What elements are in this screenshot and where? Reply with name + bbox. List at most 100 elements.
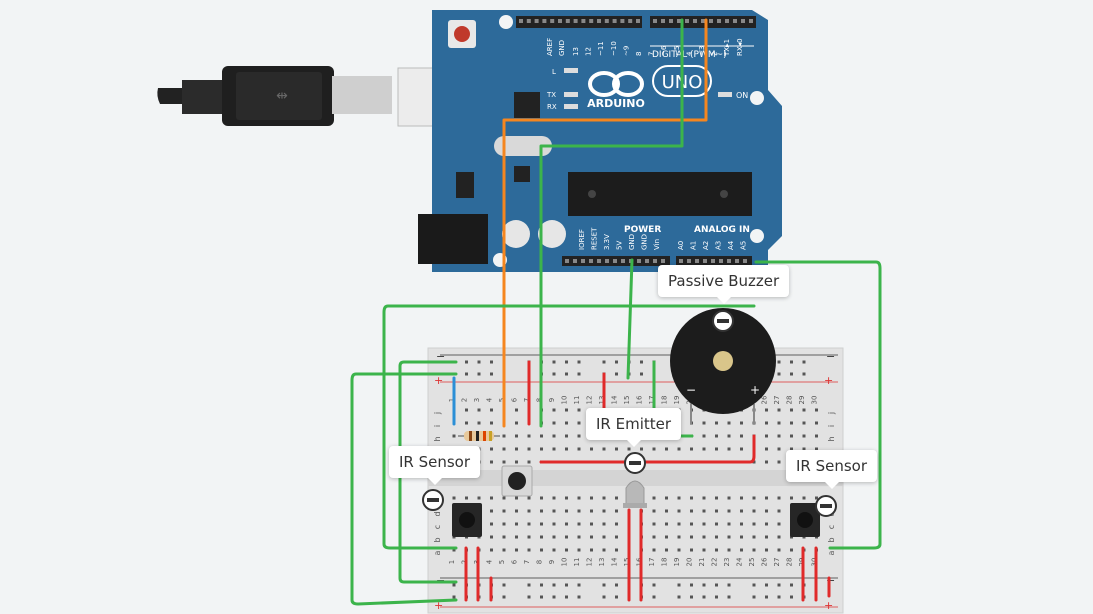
- pin-label: 2: [711, 52, 719, 56]
- header-pin[interactable]: [612, 19, 617, 23]
- header-pin[interactable]: [653, 19, 657, 23]
- column-label: 5: [498, 398, 506, 402]
- passive-buzzer[interactable]: − +: [670, 308, 776, 424]
- column-label: 17: [648, 558, 656, 567]
- header-pin[interactable]: [685, 19, 689, 23]
- led-rx-label: RX: [547, 103, 557, 111]
- pin-label: 8: [635, 52, 643, 56]
- header-pin[interactable]: [687, 259, 691, 263]
- column-label: 2: [461, 398, 469, 402]
- row-label: b: [433, 537, 442, 542]
- header-pin[interactable]: [711, 259, 715, 263]
- header-pin[interactable]: [573, 19, 578, 23]
- analog-label: ANALOG IN: [694, 225, 750, 235]
- wire-red-horizontal: [539, 434, 756, 464]
- header-pin[interactable]: [573, 259, 577, 263]
- header-pin[interactable]: [519, 19, 523, 23]
- header-pin[interactable]: [735, 259, 739, 263]
- header-pin[interactable]: [542, 19, 547, 23]
- row-label: d: [433, 511, 442, 516]
- header-pin[interactable]: [743, 259, 747, 263]
- header-pin[interactable]: [597, 259, 601, 263]
- buzzer-plus-icon: +: [750, 383, 760, 397]
- header-pin[interactable]: [620, 19, 625, 23]
- arduino-uno-board[interactable]: ARDUINO UNO ON DIGITAL (PWM~) L TX RX 13…: [418, 10, 782, 272]
- header-pin[interactable]: [701, 19, 705, 23]
- header-pin[interactable]: [669, 19, 673, 23]
- header-pin[interactable]: [677, 19, 681, 23]
- header-pin[interactable]: [727, 259, 731, 263]
- pin-label: RX◂0: [736, 38, 744, 56]
- pushbutton[interactable]: [501, 465, 533, 497]
- header-pin[interactable]: [589, 19, 594, 23]
- header-pin[interactable]: [628, 19, 633, 23]
- header-pin[interactable]: [581, 259, 585, 263]
- header-pin[interactable]: [653, 259, 657, 263]
- header-pin[interactable]: [605, 259, 609, 263]
- emitter-label: IR Emitter: [586, 408, 682, 447]
- pin-label: 13: [572, 47, 580, 56]
- pin-label: A4: [727, 240, 735, 250]
- ir-sensor-right[interactable]: [790, 495, 837, 537]
- header-pin[interactable]: [589, 259, 593, 263]
- wires[interactable]: [350, 18, 882, 606]
- mount-hole: [499, 15, 513, 29]
- header-pin[interactable]: [719, 259, 723, 263]
- header-pin[interactable]: [733, 19, 737, 23]
- sensor-right-label: IR Sensor: [786, 450, 878, 489]
- ir-emitter-led[interactable]: [623, 452, 647, 508]
- header-pin[interactable]: [604, 19, 609, 23]
- header-pin[interactable]: [645, 259, 649, 263]
- breadboard[interactable]: 1122334455667788991010111112121313141415…: [427, 347, 844, 614]
- header-pin[interactable]: [550, 19, 555, 23]
- header-pin[interactable]: [717, 19, 721, 23]
- header-pin[interactable]: [534, 19, 539, 23]
- column-label: 15: [623, 396, 631, 405]
- header-pin[interactable]: [621, 259, 625, 263]
- header-pin[interactable]: [703, 259, 707, 263]
- header-pin[interactable]: [636, 19, 640, 23]
- header-pin[interactable]: [679, 259, 683, 263]
- header-pin[interactable]: [695, 259, 699, 263]
- column-label: 9: [548, 398, 556, 402]
- header-pin[interactable]: [749, 19, 753, 23]
- mount-hole: [750, 91, 764, 105]
- pin-label: ~3: [698, 46, 706, 56]
- pin-label: 4: [685, 51, 693, 56]
- column-label: 10: [561, 396, 569, 405]
- header-pin[interactable]: [741, 19, 745, 23]
- header-pin[interactable]: [709, 19, 713, 23]
- header-pin[interactable]: [637, 259, 641, 263]
- header-pin[interactable]: [581, 19, 586, 23]
- header-pin[interactable]: [661, 19, 665, 23]
- header-pin[interactable]: [565, 259, 569, 263]
- power-jack[interactable]: [418, 214, 488, 264]
- pin-label: A0: [677, 241, 685, 250]
- column-label: 11: [573, 396, 581, 405]
- rail-plus-label: +: [434, 374, 443, 387]
- column-label: 13: [598, 396, 606, 405]
- column-label: 26: [761, 395, 769, 404]
- column-label: 1: [448, 560, 456, 564]
- pin-label: ~6: [660, 45, 668, 56]
- header-pin[interactable]: [613, 259, 617, 263]
- resistor[interactable]: [458, 431, 500, 441]
- header-pin[interactable]: [558, 19, 562, 23]
- column-label: 29: [798, 396, 806, 405]
- buzzer-label: Passive Buzzer: [658, 265, 790, 304]
- column-label: 11: [573, 558, 581, 567]
- header-pin[interactable]: [693, 19, 697, 23]
- header-pin[interactable]: [725, 19, 729, 23]
- column-label: 7: [523, 398, 531, 402]
- sensor-left-label: IR Sensor: [389, 446, 481, 485]
- row-label: h: [433, 436, 442, 441]
- header-pin[interactable]: [565, 19, 570, 23]
- header-pin[interactable]: [597, 19, 601, 23]
- pin-label: 12: [585, 47, 593, 56]
- column-label: 28: [786, 396, 794, 405]
- ir-sensor-left[interactable]: [422, 489, 482, 537]
- column-label: 19: [673, 558, 681, 567]
- header-pin[interactable]: [661, 259, 665, 263]
- header-pin[interactable]: [526, 19, 531, 23]
